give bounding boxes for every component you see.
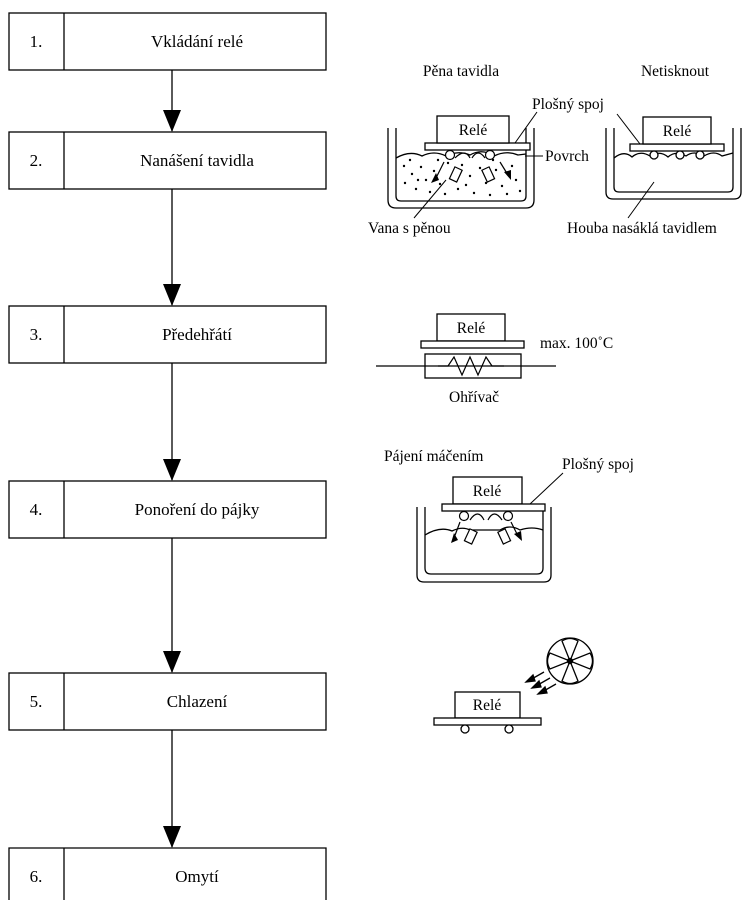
dip-pcb-leader	[529, 472, 564, 505]
step-3-number: 3.	[30, 325, 43, 344]
flux-relay-label-foam: Relé	[459, 122, 488, 139]
dip-tank	[416, 507, 552, 583]
step-2-box	[8, 131, 327, 190]
step-1-label: Vkládání relé	[151, 32, 243, 51]
cooling-pcb	[433, 717, 542, 726]
step-1-box	[8, 12, 327, 71]
step-5-number: 5.	[30, 692, 43, 711]
no-press-title: Netisknout	[641, 63, 710, 80]
heater-label: Ohřívač	[449, 389, 499, 406]
flux-flow-arrowheads	[431, 170, 511, 183]
flux-relay-label-sponge: Relé	[663, 123, 692, 140]
dip-illustration: Pájení máčením Relé Plošný spoj	[384, 448, 634, 583]
step-1-number: 1.	[30, 32, 43, 51]
flux-pcb-foam	[424, 115, 531, 151]
cooling-pcb-foot-right	[504, 724, 514, 734]
dip-relay-label: Relé	[473, 483, 502, 500]
step-5-label: Chlazení	[167, 692, 228, 711]
foam-tank-label: Vana s pěnou	[368, 220, 451, 237]
dip-leads	[453, 510, 519, 545]
step-4-number: 4.	[30, 500, 43, 519]
flux-leads-foam	[434, 149, 509, 183]
cooling-illustration: Relé	[433, 637, 594, 734]
heater-coil	[438, 355, 504, 377]
foam-title: Pěna tavidla	[423, 63, 499, 80]
preheat-pcb	[420, 340, 525, 349]
sponge-leader	[627, 181, 655, 219]
step-5-box	[8, 672, 327, 731]
dip-flow-arrowheads	[451, 531, 522, 543]
step-4-box	[8, 480, 327, 539]
cooling-relay-box	[454, 691, 521, 719]
preheat-illustration: Relé max. 100˚C Ohřívač	[376, 313, 613, 406]
dip-pcb-label: Plošný spoj	[562, 456, 634, 473]
max-temp-label: max. 100˚C	[540, 335, 613, 352]
surface-label: Povrch	[545, 148, 589, 165]
step-6-box	[8, 847, 327, 900]
dip-title: Pájení máčením	[384, 448, 483, 465]
pcb-leader-foam	[514, 111, 538, 144]
step-6-number: 6.	[30, 867, 43, 886]
foam-tank-leader	[413, 179, 447, 219]
cooling-pcb-foot-left	[460, 724, 470, 734]
step-3-label: Předehřátí	[162, 325, 232, 344]
step-6-label: Omytí	[175, 867, 219, 886]
dip-pcb	[441, 503, 546, 512]
foam-dots	[402, 158, 522, 197]
step-2-label: Nanášení tavidla	[140, 151, 254, 170]
fan-icon	[546, 637, 594, 685]
sponge-label: Houba nasáklá tavidlem	[567, 220, 717, 237]
pcb-leader-sponge	[616, 113, 641, 145]
dip-relay-box	[452, 476, 523, 505]
airflow-arrows	[524, 671, 557, 695]
step-texts: 1. Vkládání relé 2. Nanášení tavidla 3. …	[30, 32, 260, 886]
preheat-relay-label: Relé	[457, 320, 486, 337]
flux-pcb-sponge	[629, 116, 725, 160]
foam-tank	[387, 128, 535, 209]
step-4-label: Ponoření do pájky	[135, 500, 260, 519]
cooling-relay-label: Relé	[473, 697, 502, 714]
preheat-relay-box	[436, 313, 506, 342]
pcb-label-foam: Plošný spoj	[532, 96, 604, 113]
step-3-box	[8, 305, 327, 364]
step-2-number: 2.	[30, 151, 43, 170]
flowchart	[8, 12, 327, 900]
flux-illustration: Relé Pěna tavidla Plošný spoj Povrch Van…	[368, 63, 742, 237]
